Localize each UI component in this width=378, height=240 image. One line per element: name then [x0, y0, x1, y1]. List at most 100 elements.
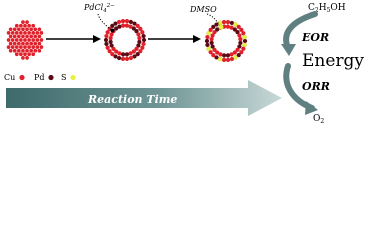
cu-atom [237, 33, 242, 38]
precursor-leader [97, 13, 113, 31]
cu-atom [212, 30, 217, 35]
cu-atom [8, 27, 13, 32]
cu-atom [37, 41, 42, 46]
cu-atom [208, 50, 213, 55]
cu-atom [120, 56, 126, 62]
cu-atom [229, 52, 234, 57]
pd-atom [214, 55, 219, 60]
s-atom [217, 56, 223, 62]
cu-atom [14, 31, 19, 35]
cu-atom [8, 34, 13, 39]
cu-atom [23, 38, 27, 42]
cu-atom [21, 20, 25, 25]
cupd-hollow-shell [103, 19, 147, 62]
cu-atom [37, 48, 42, 53]
cu-atom [14, 45, 19, 49]
cu-atom [137, 35, 142, 41]
cu-atom [39, 45, 44, 49]
reaction-time-label: Reaction Time [87, 93, 177, 106]
cu-atom [241, 31, 246, 36]
energy-label: Energy [302, 51, 364, 71]
dmso-label: DMSO [189, 5, 217, 14]
cu-atom [117, 51, 122, 56]
pd-atom [137, 39, 142, 44]
pd-atom [238, 40, 243, 45]
s-atom [206, 46, 211, 51]
cu-atom [39, 38, 44, 42]
cu-atom [232, 50, 237, 55]
cu-atom [8, 48, 13, 53]
oxygen-label: O2 [313, 114, 324, 125]
pd-atom [242, 38, 248, 44]
cu-atom [19, 52, 23, 57]
pd-atom [214, 22, 219, 27]
cu-atom [124, 56, 130, 62]
cu-atom [128, 51, 133, 56]
cu-atom [117, 19, 122, 25]
cu-atom [6, 45, 11, 49]
cu-atom [209, 37, 214, 42]
legend-s-label: S [61, 73, 66, 82]
cu-atom [33, 48, 38, 53]
cu-atom [239, 50, 244, 55]
cu-atom [107, 49, 112, 54]
pd-atom [109, 43, 114, 48]
cu-atom [210, 33, 215, 38]
cu-atom [12, 41, 17, 46]
pd-atom [229, 20, 234, 26]
cu-atom [8, 41, 13, 46]
cu-atom [23, 31, 27, 35]
cu-atom [10, 45, 15, 49]
eor-label: EOR [301, 31, 329, 44]
cu-atom [37, 27, 42, 32]
cu-solid-nanoparticle [6, 20, 44, 60]
cu-atom [6, 38, 11, 42]
cu-atom [111, 46, 116, 51]
cu-atom [140, 30, 145, 35]
pd-atom [104, 41, 109, 47]
cu-atom [29, 41, 33, 46]
precursor-label: PdCl42− [83, 3, 115, 14]
cu-atom [236, 24, 241, 29]
cu-atom [212, 47, 217, 52]
pd-atom [108, 39, 113, 45]
synthesis-diagram: Reaction Time PdCl42− DMSO Cu Pd S C2H5O… [4, 3, 364, 125]
cu-atom [29, 48, 33, 53]
pd-atom [117, 55, 122, 61]
s-atom [217, 20, 223, 26]
cu-atom [221, 57, 227, 63]
pd-atom [114, 26, 119, 31]
cu-atom [21, 27, 25, 32]
cu-atom [14, 52, 19, 57]
cu-atom [17, 48, 21, 53]
cu-atom [138, 49, 143, 54]
cu-atom [35, 31, 40, 35]
pd-atom [128, 19, 133, 25]
cu-atom [211, 53, 216, 58]
cu-atom [27, 23, 31, 28]
cu-atom [29, 34, 33, 39]
cu-atom [109, 32, 114, 37]
s-atom [242, 34, 247, 40]
ethanol-label: C2H5OH [308, 3, 346, 14]
pd-atom [204, 38, 210, 44]
pd-atom [225, 53, 231, 58]
cu-atom [23, 23, 27, 28]
pd-source-dot [110, 28, 115, 33]
cu-atom [114, 49, 119, 54]
cu-atom [31, 52, 36, 57]
cu-atom [215, 50, 220, 55]
pd-atom [132, 54, 137, 59]
cu-atom [21, 34, 25, 39]
legend-s-swatch [70, 74, 76, 81]
cu-atom [39, 31, 44, 35]
s-atom [242, 42, 247, 48]
cu-atom [10, 31, 15, 35]
cu-atom [120, 19, 126, 24]
cu-atom [25, 34, 29, 39]
pd-atom [237, 44, 242, 49]
cu-atom [225, 57, 231, 63]
pd-atom [134, 29, 139, 34]
legend-cu-swatch [19, 74, 25, 81]
s-atom [206, 31, 211, 36]
